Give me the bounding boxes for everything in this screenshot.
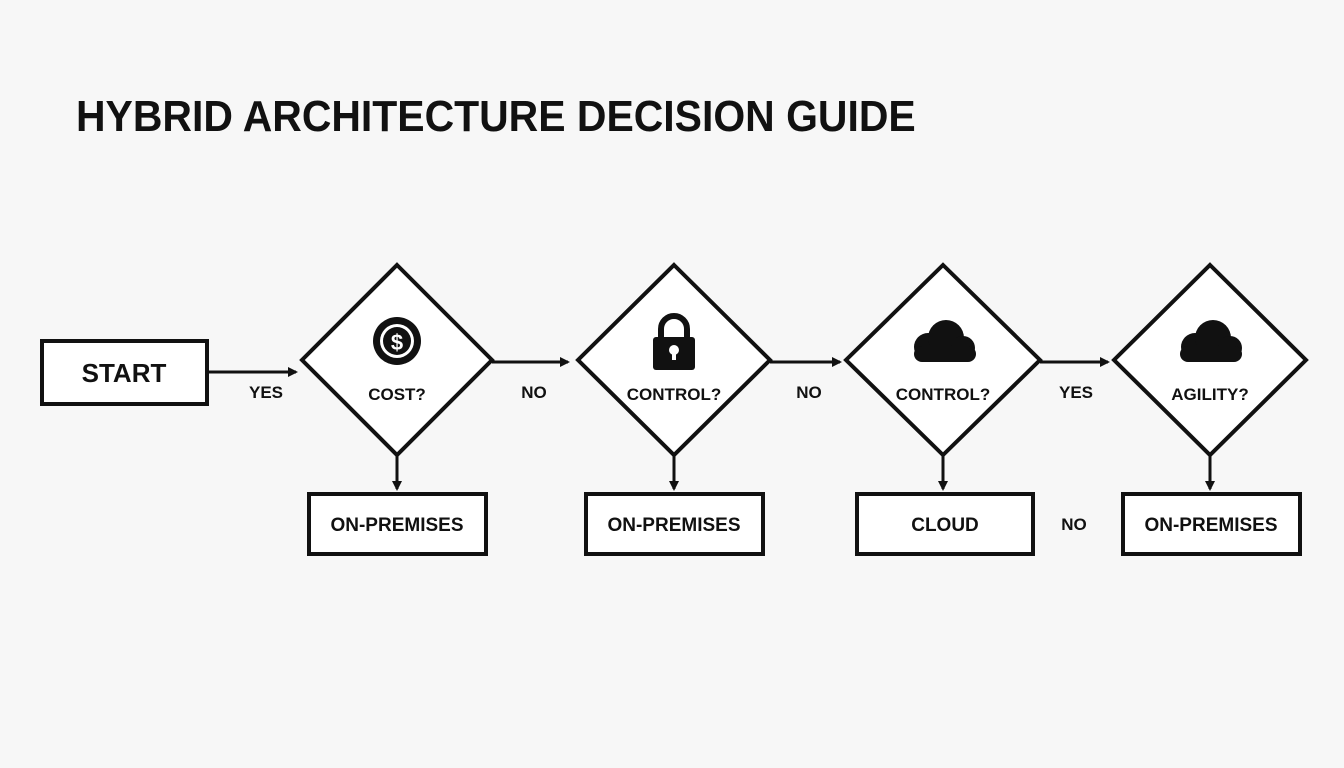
cloud-icon [914, 320, 976, 362]
decision-control: CONTROL? [575, 262, 773, 458]
outcome-label: ON-PREMISES [330, 515, 463, 536]
outcome-label: ON-PREMISES [607, 515, 740, 536]
svg-text:$: $ [391, 330, 403, 355]
decision-agility-label: AGILITY? [1171, 385, 1248, 404]
dollar-coin-icon: $ [373, 317, 421, 365]
edge-label-yes: YES [1059, 383, 1093, 402]
edge-label-no: NO [1061, 515, 1087, 534]
decision-agility: AGILITY? [1111, 262, 1309, 458]
decision-control-2: CONTROL? [843, 262, 1043, 458]
start-label: START [82, 358, 167, 388]
decision-cost-label: COST? [368, 385, 426, 404]
outcome-cloud: CLOUD [855, 492, 1035, 556]
outcome-label: ON-PREMISES [1144, 515, 1277, 536]
outcome-on-premises-3: ON-PREMISES [1121, 492, 1302, 556]
cloud-icon [1180, 320, 1242, 362]
edge-label-no: NO [796, 383, 822, 402]
decision-control-2-label: CONTROL? [896, 385, 990, 404]
outcome-on-premises-2: ON-PREMISES [584, 492, 765, 556]
outcome-label: CLOUD [911, 515, 979, 536]
edge-label-yes: YES [249, 383, 283, 402]
outcome-on-premises-1: ON-PREMISES [307, 492, 488, 556]
start-node: START [40, 339, 209, 406]
decision-control-label: CONTROL? [627, 385, 721, 404]
page-title: HYBRID ARCHITECTURE DECISION GUIDE [76, 92, 916, 141]
padlock-icon [653, 313, 695, 370]
decision-cost: $ COST? [299, 262, 495, 458]
edge-label-no: NO [521, 383, 547, 402]
